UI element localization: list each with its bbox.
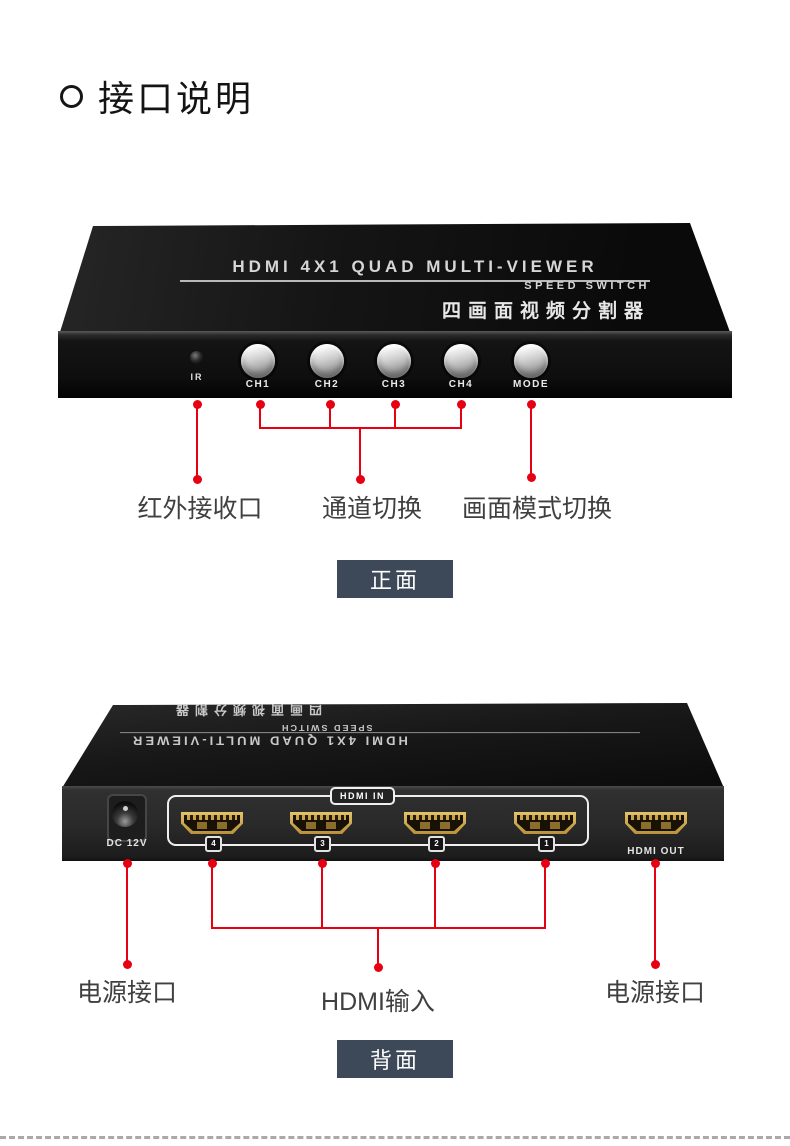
callout-line <box>530 404 532 478</box>
callout-line <box>434 863 436 929</box>
ch2-label: CH2 <box>314 379 340 390</box>
front-print-speed-switch: SPEED SWITCH <box>524 280 650 292</box>
callout-line <box>321 863 323 929</box>
ir-receiver-window <box>190 351 203 364</box>
ir-label: IR <box>190 372 204 382</box>
hdmi-in-badge: HDMI IN <box>330 787 395 805</box>
back-print-speed-switch: SPEED SWITCH <box>280 723 373 733</box>
back-device-top-face <box>62 703 724 788</box>
callout-line <box>126 863 128 963</box>
callout-dot <box>374 963 383 972</box>
bottom-dashed-divider <box>0 1136 790 1139</box>
callout-line <box>377 927 379 967</box>
hdmi-port-contact <box>326 822 336 829</box>
callout-dot <box>527 473 536 482</box>
hdmi-port-pins <box>520 815 570 820</box>
back-badge: 背面 <box>337 1040 453 1078</box>
hdmi-port-contact <box>217 822 227 829</box>
port-number-3: 3 <box>314 836 331 852</box>
callout-dot <box>651 960 660 969</box>
note-hdmi-input: HDMI输入 <box>321 988 435 1016</box>
hdmi-port-contact <box>550 822 560 829</box>
note-power-port-left: 电源接口 <box>76 979 178 1007</box>
callout-line <box>544 863 546 929</box>
front-device-top-face <box>60 223 730 332</box>
hdmi-port-pins <box>296 815 346 820</box>
back-print-rotated: HDMI 4X1 QUAD MULTI-VIEWER SPEED SWITCH … <box>120 703 640 748</box>
ch3-button <box>377 344 411 378</box>
hdmi-port-4 <box>181 812 243 834</box>
ch2-button <box>310 344 344 378</box>
callout-line <box>654 863 656 963</box>
port-number-2: 2 <box>428 836 445 852</box>
callout-dot <box>356 475 365 484</box>
hdmi-port-pins <box>410 815 460 820</box>
hdmi-port-contact <box>530 822 540 829</box>
ch1-label: CH1 <box>245 379 271 390</box>
hdmi-port-pins <box>187 815 237 820</box>
hdmi-port-3 <box>290 812 352 834</box>
hdmi-port-1 <box>514 812 576 834</box>
dc-jack-pin <box>123 806 128 811</box>
hdmi-out-label: HDMI OUT <box>627 846 685 857</box>
hdmi-port-contact <box>641 822 651 829</box>
dc-power-jack <box>107 794 147 842</box>
note-mode-switch: 画面模式切换 <box>461 495 613 523</box>
dc-label: DC 12V <box>106 838 148 849</box>
ch1-button <box>241 344 275 378</box>
hdmi-port-contact <box>197 822 207 829</box>
callout-line <box>259 404 261 429</box>
port-number-1: 1 <box>538 836 555 852</box>
ch3-label: CH3 <box>381 379 407 390</box>
back-print-model-line: HDMI 4X1 QUAD MULTI-VIEWER <box>120 732 640 748</box>
callout-line <box>460 404 462 429</box>
hdmi-port-contact <box>306 822 316 829</box>
front-badge: 正面 <box>337 560 453 598</box>
callout-line <box>329 404 331 429</box>
section-header: 接口说明 <box>60 70 254 122</box>
hdmi-port-2 <box>404 812 466 834</box>
note-power-port-right: 电源接口 <box>604 979 706 1007</box>
mode-label: MODE <box>513 379 549 390</box>
callout-line <box>211 863 213 929</box>
callout-dot <box>193 475 202 484</box>
note-ir-receiver: 红外接收口 <box>137 495 263 523</box>
callout-line <box>359 427 361 479</box>
port-number-4: 4 <box>205 836 222 852</box>
ring-bullet-icon <box>60 84 83 108</box>
ch4-label: CH4 <box>448 379 474 390</box>
hdmi-port-contact <box>440 822 450 829</box>
hdmi-port-pins <box>631 815 681 820</box>
front-print-chinese-name: 四画面视频分割器 <box>441 301 650 322</box>
mode-button <box>514 344 548 378</box>
ch4-button <box>444 344 478 378</box>
hdmi-out-port <box>625 812 687 834</box>
hdmi-port-contact <box>420 822 430 829</box>
back-print-chinese-name: 四画面视频分割器 <box>170 703 323 717</box>
front-print-model-line: HDMI 4X1 QUAD MULTI-VIEWER <box>180 257 650 282</box>
note-channel-switch: 通道切换 <box>321 495 423 523</box>
callout-line <box>394 404 396 429</box>
dc-jack-barrel <box>112 801 138 827</box>
hdmi-port-contact <box>661 822 671 829</box>
page-title: 接口说明 <box>98 78 255 119</box>
callout-dot <box>123 960 132 969</box>
callout-line <box>196 404 198 480</box>
